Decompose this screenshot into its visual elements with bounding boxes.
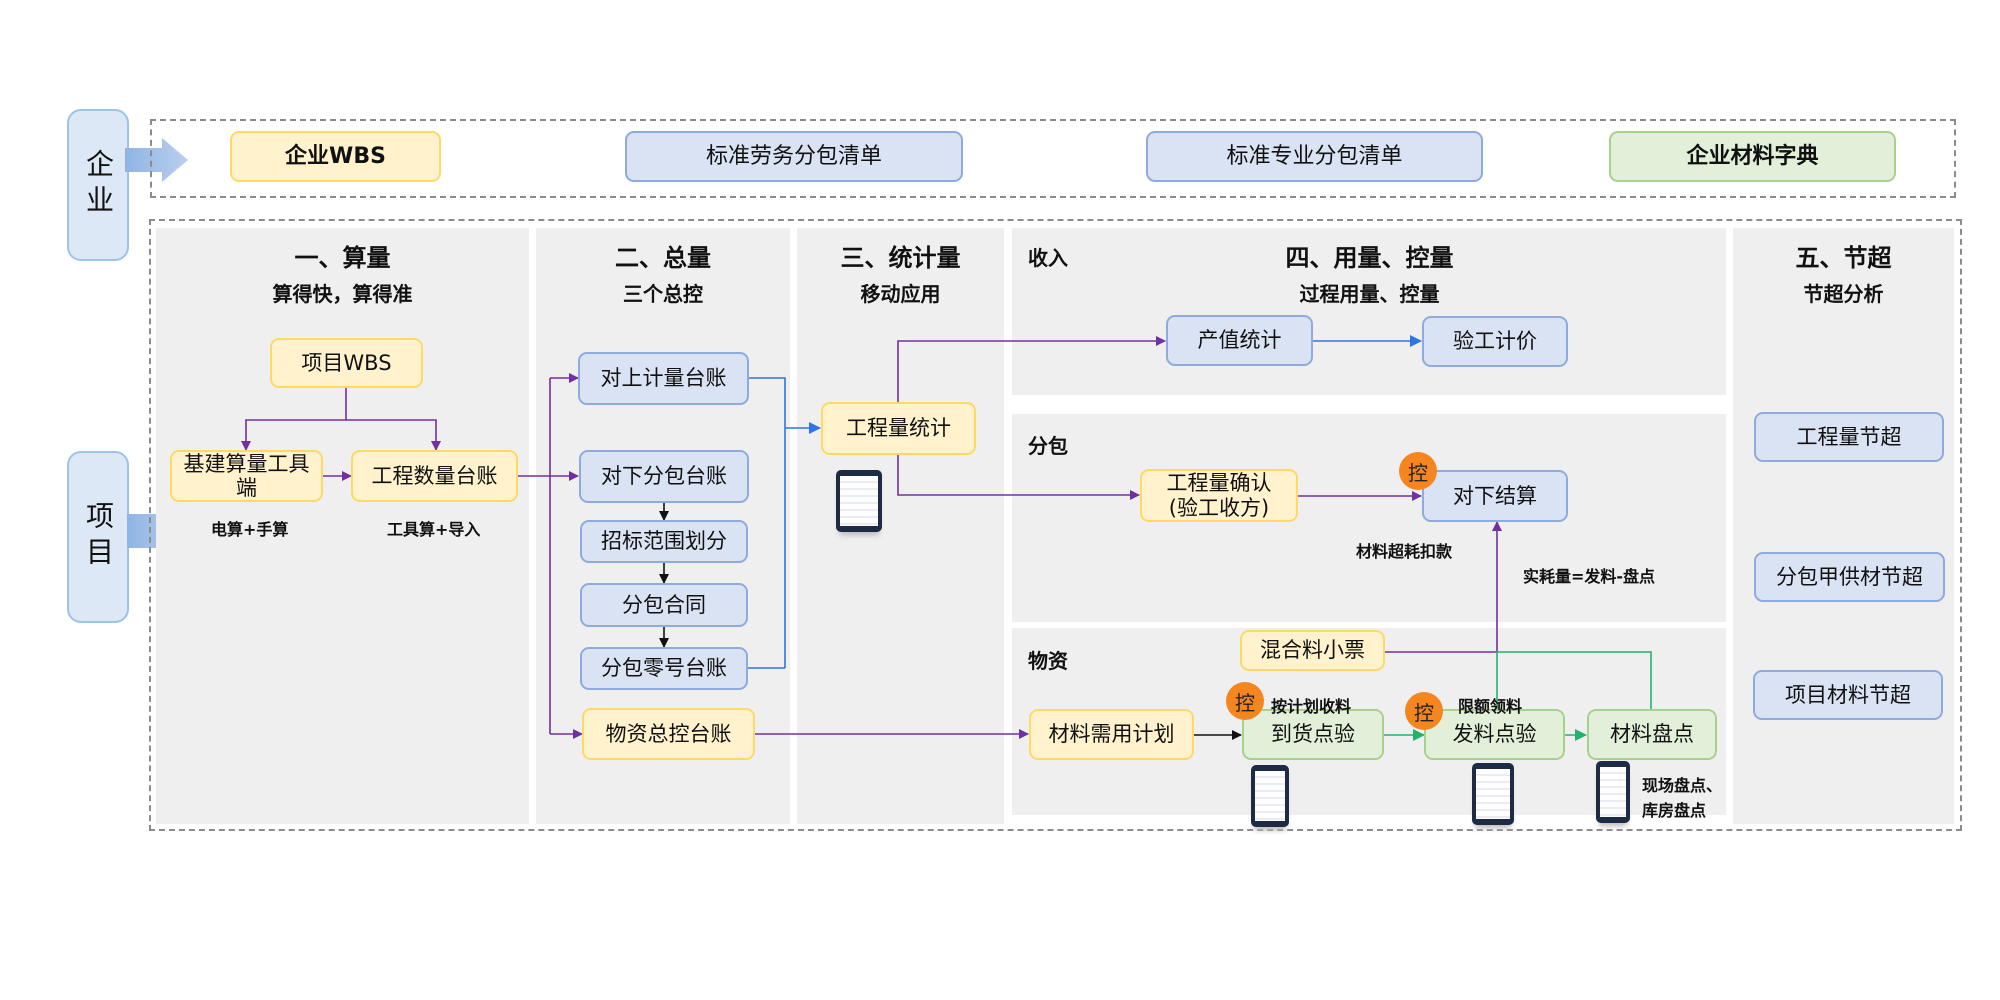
s5-subtitle: 节超分析 (1803, 282, 1884, 306)
project-wbs-label: 项目WBS (301, 350, 392, 375)
s4-title: 四、用量、控量 (1285, 244, 1454, 272)
panel-material-label: 物资 (1028, 649, 1068, 673)
output-stats-label: 产值统计 (1197, 328, 1282, 353)
project-label-text: 项目 (82, 501, 115, 573)
savings-qty-box[interactable]: 工程量节超 (1754, 412, 1944, 462)
material-plan-label: 材料需用计划 (1048, 722, 1175, 747)
overuse-deduction-note: 材料超耗扣款 (1356, 542, 1453, 561)
s4-subtitle: 过程用量、控量 (1299, 282, 1440, 306)
count-phone-icon (1596, 761, 1630, 823)
panel-income-label: 收入 (1028, 246, 1068, 270)
line-wbs-split (241, 388, 347, 451)
project-side-label: 项目 (67, 451, 129, 623)
material-count-label: 材料盘点 (1610, 722, 1694, 747)
mix-ticket-box[interactable]: 混合料小票 (1240, 630, 1385, 671)
enterprise-side-label: 企业 (67, 109, 129, 261)
control-badge-settlement: 控 (1399, 452, 1437, 490)
s1-subtitle: 算得快，算得准 (272, 282, 413, 306)
line-stats-to-output (897, 336, 1166, 402)
receive-by-plan-note: 按计划收料 (1271, 697, 1352, 716)
savings-sub-material-box[interactable]: 分包甲供材节超 (1754, 552, 1945, 602)
section-savings (1733, 228, 1954, 824)
bid-scope-label: 招标范围划分 (601, 529, 727, 554)
control-badge-issue: 控 (1405, 692, 1443, 730)
mobile-app-phone-icon (836, 470, 882, 532)
acceptance-pricing-box[interactable]: 验工计价 (1422, 316, 1568, 367)
enterprise-label-text: 企业 (82, 149, 115, 221)
sub-misc-ledger-label: 分包零号台账 (601, 656, 727, 681)
panel-subcontract (1012, 414, 1726, 622)
project-frame (149, 219, 1962, 831)
material-count-box[interactable]: 材料盘点 (1587, 709, 1717, 760)
s2-title: 二、总量 (615, 244, 711, 272)
qty-ledger-label: 工程数量台账 (371, 463, 498, 488)
calc-tool-box[interactable]: 基建算量工具端 (170, 450, 323, 502)
acceptance-pricing-label: 验工计价 (1453, 329, 1537, 354)
project-wbs-box[interactable]: 项目WBS (270, 338, 423, 388)
professional-subcontract-list-label: 标准专业分包清单 (1226, 143, 1403, 169)
qty-ledger-box[interactable]: 工程数量台账 (351, 450, 518, 502)
panel-subcontract-label: 分包 (1028, 434, 1068, 458)
professional-subcontract-list-box[interactable]: 标准专业分包清单 (1146, 131, 1483, 182)
section-calculation (156, 228, 529, 824)
material-ledger-label: 物资总控台账 (605, 721, 732, 746)
calc-tool-note: 电算+手算 (211, 520, 289, 539)
qty-ledger-note: 工具算+导入 (387, 520, 481, 539)
issue-phone-icon (1472, 763, 1514, 825)
upper-ledger-box[interactable]: 对上计量台账 (578, 352, 749, 405)
material-dictionary-box[interactable]: 企业材料字典 (1609, 131, 1896, 182)
savings-sub-material-label: 分包甲供材节超 (1776, 564, 1923, 589)
line-upper-to-stats (748, 377, 786, 668)
control-badge-arrival: 控 (1226, 682, 1264, 720)
s3-title: 三、统计量 (840, 244, 961, 272)
material-dictionary-label: 企业材料字典 (1686, 143, 1819, 169)
arrival-check-label: 到货点验 (1271, 722, 1355, 747)
quota-issue-note: 限额领料 (1458, 697, 1523, 716)
enterprise-row-frame (150, 119, 1956, 198)
s1-title: 一、算量 (294, 244, 391, 272)
sub-contract-box[interactable]: 分包合同 (580, 583, 748, 627)
actual-consumption-note: 实耗量=发料-盘点 (1523, 567, 1656, 586)
arrival-phone-icon (1251, 765, 1289, 827)
bid-scope-box[interactable]: 招标范围划分 (580, 520, 748, 563)
qty-stats-label: 工程量统计 (846, 416, 951, 441)
line-count-to-issue (1496, 651, 1652, 709)
s2-subtitle: 三个总控 (623, 282, 703, 306)
s3-subtitle: 移动应用 (860, 282, 941, 306)
issue-check-box[interactable]: 发料点验 (1424, 709, 1565, 760)
labor-subcontract-list-label: 标准劳务分包清单 (705, 143, 882, 169)
line-wbs-to-ledger (346, 419, 441, 451)
material-plan-box[interactable]: 材料需用计划 (1029, 709, 1194, 760)
count-note-warehouse: 库房盘点 (1642, 801, 1707, 820)
section-statistics (797, 228, 1004, 824)
material-ledger-box[interactable]: 物资总控台账 (582, 708, 755, 760)
lower-settlement-box[interactable]: 对下结算 (1422, 470, 1568, 522)
line-stats-to-confirm (897, 455, 1140, 500)
savings-qty-label: 工程量节超 (1796, 424, 1902, 449)
lower-ledger-label: 对下分包台账 (601, 464, 727, 489)
lower-settlement-label: 对下结算 (1453, 483, 1537, 508)
qty-confirm-label: 工程量确认 (验工收方) (1166, 471, 1272, 520)
enterprise-wbs-label: 企业WBS (285, 143, 386, 169)
count-note-site: 现场盘点、 (1642, 776, 1723, 795)
sub-contract-label: 分包合同 (622, 592, 706, 617)
output-stats-box[interactable]: 产值统计 (1166, 315, 1313, 366)
labor-subcontract-list-box[interactable]: 标准劳务分包清单 (625, 131, 963, 182)
qty-confirm-box[interactable]: 工程量确认 (验工收方) (1140, 469, 1298, 522)
calc-tool-label: 基建算量工具端 (183, 451, 310, 500)
enterprise-arrow-icon (125, 138, 188, 182)
savings-project-material-label: 项目材料节超 (1785, 682, 1911, 707)
s5-title: 五、节超 (1795, 244, 1892, 272)
lower-ledger-box[interactable]: 对下分包台账 (579, 450, 749, 503)
arrival-check-box[interactable]: 到货点验 (1242, 709, 1384, 760)
upper-ledger-label: 对上计量台账 (600, 366, 727, 391)
qty-stats-box[interactable]: 工程量统计 (821, 402, 976, 455)
sub-misc-ledger-box[interactable]: 分包零号台账 (580, 647, 748, 690)
panel-income (1012, 228, 1726, 395)
enterprise-wbs-box[interactable]: 企业WBS (230, 131, 441, 182)
savings-project-material-box[interactable]: 项目材料节超 (1753, 670, 1943, 720)
issue-check-label: 发料点验 (1452, 722, 1537, 747)
mix-ticket-label: 混合料小票 (1260, 638, 1365, 663)
